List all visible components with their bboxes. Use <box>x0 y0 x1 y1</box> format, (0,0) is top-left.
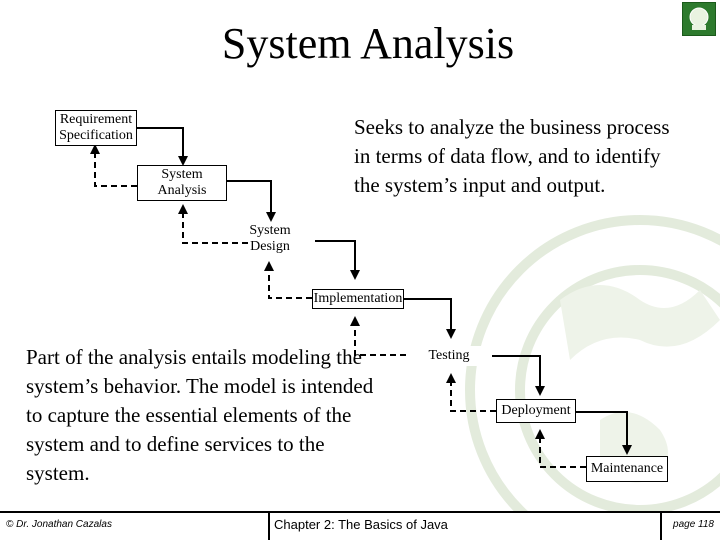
forward-arrow-4 <box>404 298 456 339</box>
top-description: Seeks to analyze the business process in… <box>354 115 670 197</box>
footer-separator <box>660 512 662 540</box>
footer-page-number: page 118 <box>673 519 714 530</box>
stage-label-line: Design <box>250 239 290 254</box>
feedback-arrow-2 <box>178 204 248 244</box>
stage-implementation: Implementation <box>312 289 404 309</box>
bottom-description: Part of the analysis entails modeling th… <box>26 345 374 485</box>
stage-system-analysis: System Analysis <box>137 165 227 201</box>
footer-divider <box>0 511 720 513</box>
forward-arrow-6 <box>576 411 632 455</box>
footer-separator <box>268 512 270 540</box>
stage-label-line: Analysis <box>157 183 207 198</box>
stage-requirement-specification: Requirement Specification <box>55 110 137 146</box>
forward-arrow-2 <box>227 180 276 222</box>
forward-arrow-5 <box>492 355 545 396</box>
feedback-arrow-3 <box>264 261 312 299</box>
stage-label-line: Deployment <box>501 403 571 418</box>
slide-title: System Analysis <box>221 19 515 68</box>
stage-label-line: Maintenance <box>590 461 664 476</box>
forward-arrow-3 <box>315 240 360 280</box>
stage-maintenance: Maintenance <box>586 456 668 482</box>
feedback-arrow-1 <box>90 144 137 187</box>
footer-author: © Dr. Jonathan Cazalas <box>6 519 112 530</box>
feedback-arrow-4 <box>350 316 406 356</box>
forward-arrow-1 <box>137 127 188 166</box>
stage-label-line: Testing <box>428 348 470 363</box>
stage-label-line: System <box>161 167 203 182</box>
stage-deployment: Deployment <box>496 399 576 423</box>
stage-label-line: Implementation <box>313 291 403 306</box>
footer-bar <box>0 511 720 540</box>
university-logo <box>682 2 716 36</box>
footer-chapter: Chapter 2: The Basics of Java <box>274 517 448 532</box>
feedback-arrow-6 <box>535 429 586 468</box>
stage-label-line: Requirement <box>59 112 133 127</box>
stage-testing: Testing <box>406 346 492 366</box>
stage-system-design: System Design <box>248 223 292 259</box>
stage-label-line: System <box>249 223 291 238</box>
feedback-arrow-5 <box>446 373 496 412</box>
stage-label-line: Specification <box>59 128 133 143</box>
